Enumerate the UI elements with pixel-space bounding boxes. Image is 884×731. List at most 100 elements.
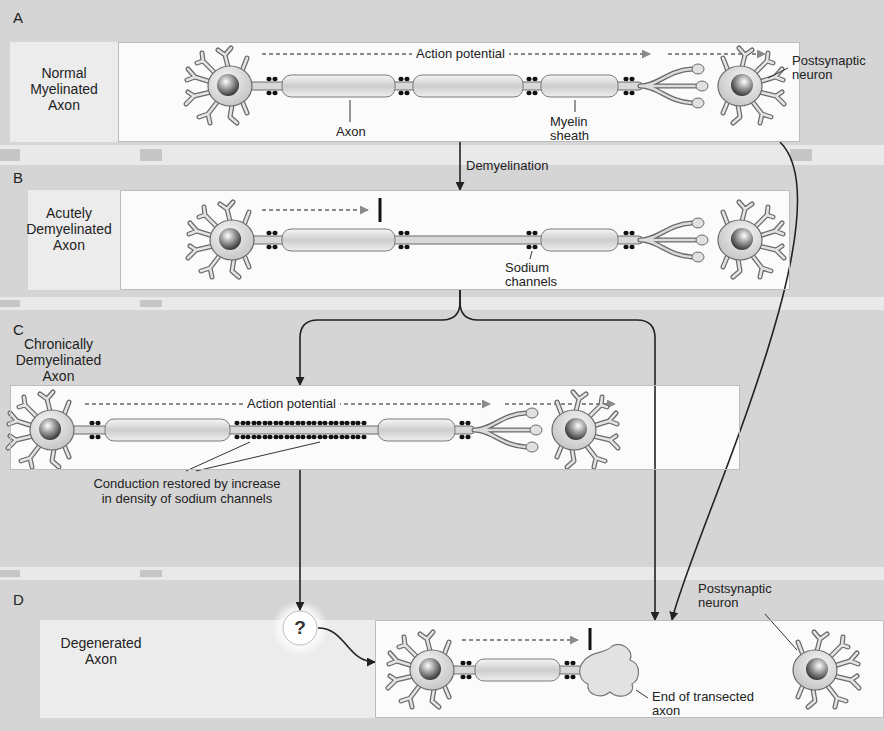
band-tab — [140, 149, 162, 161]
leader-line — [530, 251, 532, 259]
leader-line — [350, 100, 351, 122]
presynaptic-neuron — [8, 392, 74, 467]
sodium-channels — [344, 421, 355, 439]
signal-label: Action potential — [243, 396, 340, 411]
title-ground — [10, 42, 118, 142]
panel-ground — [120, 190, 790, 290]
sodium-channels — [526, 231, 537, 249]
postsynaptic-neuron — [718, 48, 784, 123]
panel-frame: BAcutely Demyelinated Axon — [120, 190, 790, 290]
leader-line — [186, 442, 250, 471]
panel-band — [0, 310, 884, 567]
panel-title: Normal Myelinated Axon — [16, 65, 112, 113]
panel-ground — [10, 385, 740, 470]
panel-ground — [375, 620, 884, 718]
panel-title: Chronically Demyelinated Axon — [11, 336, 106, 384]
leader-line — [196, 442, 320, 471]
conduction-block — [589, 628, 592, 650]
panel-letter: D — [13, 591, 24, 608]
postsynaptic-neuron — [793, 632, 859, 707]
sodium-channels — [526, 77, 537, 95]
connector-arrow — [318, 628, 375, 662]
sodium-channels — [333, 421, 344, 439]
axon-terminal — [640, 218, 708, 262]
sodium-channels — [398, 231, 409, 249]
band-tab — [790, 149, 812, 161]
band-tab — [0, 149, 20, 161]
myelin-segment — [413, 75, 523, 97]
band-tab — [140, 300, 162, 307]
sodium-channels — [311, 421, 322, 439]
panel-title: Acutely Demyelinated Axon — [23, 205, 115, 253]
part-label: Sodium channels — [505, 261, 565, 289]
part-label: Myelin sheath — [550, 115, 606, 143]
leader-line — [636, 690, 648, 698]
sodium-channels — [460, 661, 471, 679]
question-circle: ? — [282, 610, 318, 646]
myelin-segment — [378, 419, 455, 441]
edge-label: Demyelination — [466, 159, 548, 173]
panel-frame: DDegenerated Axon — [375, 620, 884, 718]
sodium-channels — [266, 77, 277, 95]
conduction-block — [379, 198, 382, 222]
panel-band — [0, 0, 884, 145]
panel-frame: CChronically Demyelinated Axon — [10, 385, 740, 470]
transected-axon-end — [580, 645, 639, 697]
myelin-segment — [541, 229, 618, 251]
myelin-segment — [105, 419, 230, 441]
presynaptic-neuron — [188, 202, 254, 277]
sodium-channels — [234, 421, 245, 439]
action-potential-arrow — [262, 209, 368, 211]
action-potential-arrow — [462, 639, 578, 641]
sodium-channels — [256, 421, 267, 439]
panel-letter: C — [13, 321, 24, 338]
question-mark: ? — [294, 617, 306, 639]
band-tab — [0, 300, 20, 307]
myelin-segment — [282, 75, 395, 97]
part-label: Axon — [336, 125, 366, 139]
presynaptic-neuron — [388, 632, 454, 707]
connector-arrow — [460, 290, 655, 620]
sodium-channels — [355, 421, 366, 439]
sodium-channels — [245, 421, 256, 439]
presynaptic-neuron — [186, 48, 252, 123]
sodium-channels — [300, 421, 311, 439]
part-label: Postsynaptic neuron — [792, 54, 881, 82]
connector-arrow — [299, 470, 301, 610]
leader-line — [575, 100, 576, 112]
axon-terminal — [474, 408, 542, 452]
sodium-channels — [267, 421, 278, 439]
band-tab — [0, 570, 20, 577]
panel-ground — [118, 42, 800, 142]
myelin-segment — [282, 229, 395, 251]
part-label: End of transected axon — [652, 690, 764, 718]
connector-arrow — [300, 290, 460, 385]
axon-terminal — [640, 64, 708, 108]
sodium-channels — [266, 231, 277, 249]
band-tab — [140, 570, 162, 577]
panel-band — [0, 580, 884, 731]
sodium-channels — [564, 661, 575, 679]
sodium-channels — [623, 231, 634, 249]
note-label: Conduction restored by increase in densi… — [92, 476, 282, 506]
sodium-channels — [623, 77, 634, 95]
sodium-channels — [398, 77, 409, 95]
myelin-segment — [541, 75, 618, 97]
myelin-segment — [475, 659, 560, 681]
postsynaptic-neuron — [718, 202, 784, 277]
connector-arrow — [459, 142, 461, 190]
postsynaptic-neuron — [552, 392, 618, 467]
leader-line — [768, 68, 788, 78]
sodium-channels — [89, 421, 100, 439]
panel-band — [0, 165, 884, 297]
connector-arrow — [672, 142, 798, 620]
panel-letter: B — [13, 169, 23, 186]
signal-label: Action potential — [412, 46, 509, 61]
sodium-channels — [322, 421, 333, 439]
panel-letter: A — [13, 9, 23, 26]
panel-title: Degenerated Axon — [51, 635, 151, 667]
